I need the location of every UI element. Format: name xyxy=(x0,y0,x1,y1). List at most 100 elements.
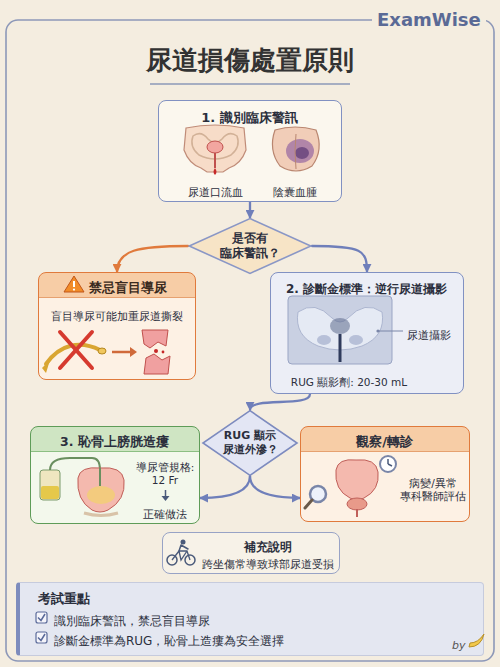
text-slot: 診斷金標準為RUG，恥骨上造瘻為安全選擇 xyxy=(54,630,454,649)
text-slot: 尿道損傷處置原則 xyxy=(0,44,500,77)
text-slot: 尿道口流血 xyxy=(175,181,255,200)
text-slot: 跨坐傷常導致球部尿道受損 xyxy=(199,553,337,572)
referral-figure xyxy=(347,498,367,510)
cyclist-icon xyxy=(181,540,186,545)
xray-figure xyxy=(339,334,342,362)
node-text: 正確做法 xyxy=(143,508,187,521)
referral-figure xyxy=(305,456,396,517)
pelvis-figure xyxy=(184,125,246,172)
node-text: 尿道攝影 xyxy=(407,329,451,342)
flow-arrow xyxy=(312,246,367,272)
diamond-shape xyxy=(203,411,297,476)
pelvis-figure xyxy=(214,153,216,168)
node-text: 補充說明 xyxy=(244,540,292,554)
xray-figure xyxy=(288,296,392,364)
scrotum-figure xyxy=(295,147,309,159)
warning-icon xyxy=(73,289,75,291)
diamond-shape xyxy=(189,219,311,274)
cystostomy-figure xyxy=(84,513,118,516)
checkbox-icon xyxy=(38,634,45,641)
node-text: RUG 顯影劑: 20-30 mL xyxy=(291,376,407,389)
text-slot: 是否有 臨床警訊？ xyxy=(208,231,292,261)
xray-figure xyxy=(349,335,363,345)
referral-figure xyxy=(388,464,392,466)
node-text: 觀察/轉診 xyxy=(356,434,413,450)
scrotum-figure xyxy=(286,139,314,163)
text-slot: 導尿管規格: 12 Fr xyxy=(133,461,197,488)
text-slot: 陰囊血腫 xyxy=(255,181,335,200)
text-slot: RUG 顯影劑: 20-30 mL xyxy=(281,371,417,390)
node-text: 1. 識別臨床警訊 xyxy=(201,110,298,126)
cystostomy-figure xyxy=(41,486,59,499)
catheter-figure xyxy=(130,347,137,357)
text-slot: 2. 診斷金標準：逆行尿道攝影 xyxy=(271,278,462,297)
key-points-panel: 考試重點識別臨床警訊，禁忌盲目導尿診斷金標準為RUG，恥骨上造瘻為安全選擇 xyxy=(16,582,484,656)
catheter-figure xyxy=(98,348,106,354)
referral-figure xyxy=(305,500,312,508)
cyclist-icon xyxy=(172,551,190,560)
pelvis-figure xyxy=(207,141,223,153)
flow-arrow xyxy=(249,202,251,218)
checkbox-icon xyxy=(38,614,45,621)
warning-icon xyxy=(73,281,75,287)
catheter-figure xyxy=(60,332,92,368)
flow-arrow xyxy=(250,476,300,498)
decision-diamond: 是否有 臨床警訊？ xyxy=(188,218,312,274)
banana-icon xyxy=(469,634,484,647)
referral-figure xyxy=(356,509,358,517)
node-text: 導尿管規格: 12 Fr xyxy=(133,461,197,487)
note-box: 補充說明跨坐傷常導致球部尿道受損 xyxy=(162,532,340,574)
node-text: 盲目導尿可能加重尿道撕裂 xyxy=(51,310,183,324)
down-arrow xyxy=(162,490,170,501)
page-border xyxy=(6,20,494,661)
text-slot: 盲目導尿可能加重尿道撕裂 xyxy=(39,305,194,324)
catheter-figure xyxy=(144,354,170,374)
text-slot: 禁忌盲目導尿 xyxy=(89,277,193,296)
xray-figure xyxy=(376,329,379,332)
scrotum-figure xyxy=(272,127,319,171)
warning-icon xyxy=(64,276,84,292)
xray-figure xyxy=(378,331,403,332)
node-text: 病變/異常 專科醫師評估 xyxy=(399,477,467,503)
cystostomy-figure xyxy=(87,486,115,504)
cyclist-icon xyxy=(167,540,195,566)
node-text: RUG 顯示 尿道外滲？ xyxy=(214,429,286,457)
checkbox-icon xyxy=(36,632,47,643)
warning-icon xyxy=(64,276,84,292)
scrotum-figure xyxy=(295,134,296,169)
brand-label: ExamWise xyxy=(372,9,486,32)
text-slot: ExamWise xyxy=(372,9,486,32)
node-text: 3. 恥骨上膀胱造瘻 xyxy=(60,434,169,450)
referral-figure xyxy=(336,460,378,500)
node-text: 診斷金標準為RUG，恥骨上造瘻為安全選擇 xyxy=(54,634,284,649)
node-text: 禁忌盲目導尿 xyxy=(89,280,167,296)
referral-figure xyxy=(380,456,396,472)
text-slot: 考試重點 xyxy=(38,588,238,607)
text-slot: 觀察/轉診 xyxy=(301,431,468,450)
node-text: 陰囊血腫 xyxy=(273,186,317,199)
checkbox-icon xyxy=(36,612,47,643)
node-text: 考試重點 xyxy=(38,591,90,607)
credit-label: by xyxy=(452,639,466,653)
referral-box: 觀察/轉診病變/異常 專科醫師評估 xyxy=(300,426,470,522)
diagram-title: 尿道損傷處置原則 xyxy=(146,44,354,77)
cystostomy-figure xyxy=(40,458,124,516)
catheter-figure xyxy=(60,332,92,368)
scrotum-figure xyxy=(272,127,319,171)
down-arrow xyxy=(162,496,170,501)
pelvis-figure xyxy=(184,125,246,175)
flow-arrow xyxy=(117,246,188,272)
catheter-figure xyxy=(154,349,158,353)
checkbox-icon xyxy=(36,612,47,623)
flow-arrow xyxy=(250,394,310,410)
cystostomy-figure xyxy=(40,470,60,500)
cystostomy-figure xyxy=(78,468,124,512)
node-text: 2. 診斷金標準：逆行尿道攝影 xyxy=(286,282,447,297)
text-slot: 3. 恥骨上膀胱造瘻 xyxy=(31,431,198,450)
banana-icon xyxy=(469,634,484,647)
node-text: 識別臨床警訊，禁忌盲目導尿 xyxy=(54,614,210,629)
down-arrow xyxy=(165,490,167,497)
catheter-figure xyxy=(162,351,165,354)
